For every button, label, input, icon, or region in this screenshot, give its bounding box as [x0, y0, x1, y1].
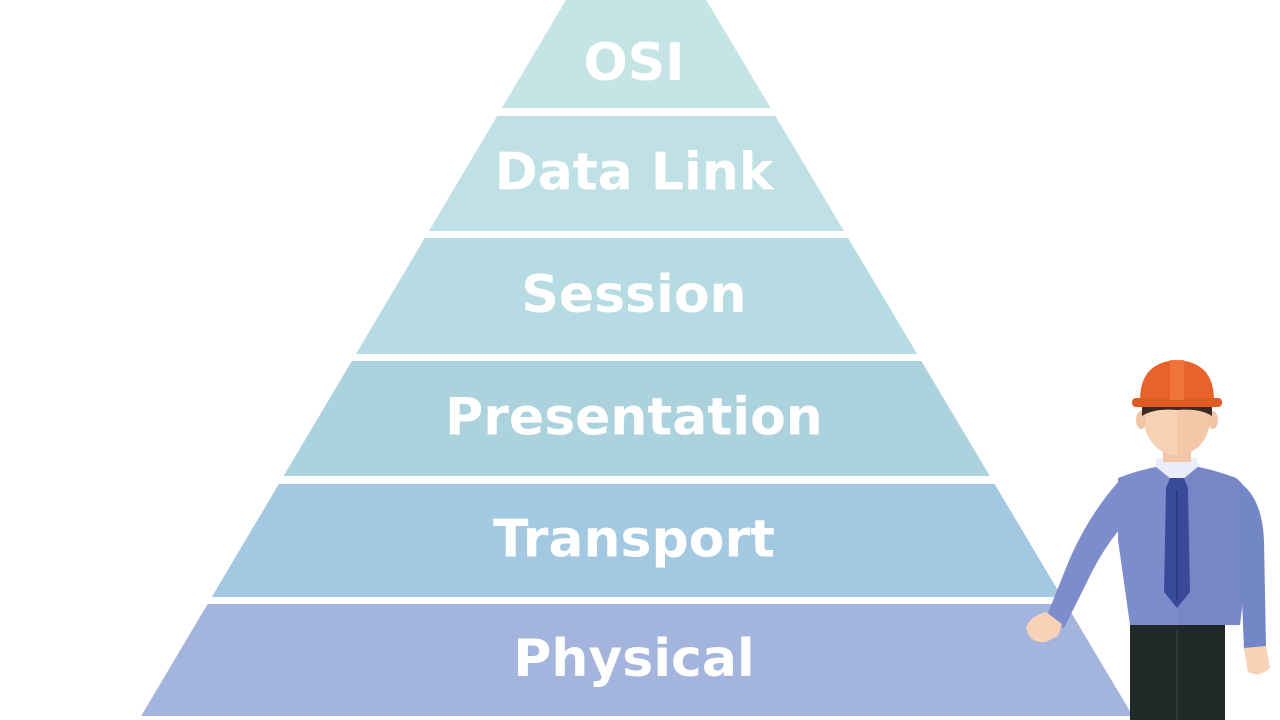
pyramid-layer-4	[211, 484, 1062, 597]
engineer-helmet-brim	[1132, 398, 1222, 407]
pyramid-layer-2	[355, 238, 918, 354]
pyramid-layer-label-0: OSI	[583, 33, 684, 93]
engineer-icon	[1026, 360, 1270, 720]
pyramid-layer-label-3: Presentation	[445, 388, 823, 448]
pyramid-layer-3	[283, 361, 990, 476]
pyramid-layer-5	[141, 604, 1133, 716]
pyramid-layer-label-5: Physical	[513, 629, 755, 689]
engineer-collar	[1155, 458, 1199, 484]
pyramid-layer-0	[501, 0, 771, 108]
pyramid-layer-label-4: Transport	[493, 510, 775, 570]
pyramid-layer-label-1: Data Link	[495, 143, 775, 203]
pyramid: OSI Data LinkSessionPresentationTransport…	[141, 0, 1133, 716]
pyramid-layer-1	[428, 116, 844, 231]
engineer-right-arm	[1236, 480, 1266, 650]
pyramid-layer-label-2: Session	[521, 265, 746, 325]
engineer-left-hand	[1026, 612, 1062, 643]
engineer-left-arm	[1046, 482, 1128, 628]
engineer-right-hand	[1244, 646, 1270, 675]
